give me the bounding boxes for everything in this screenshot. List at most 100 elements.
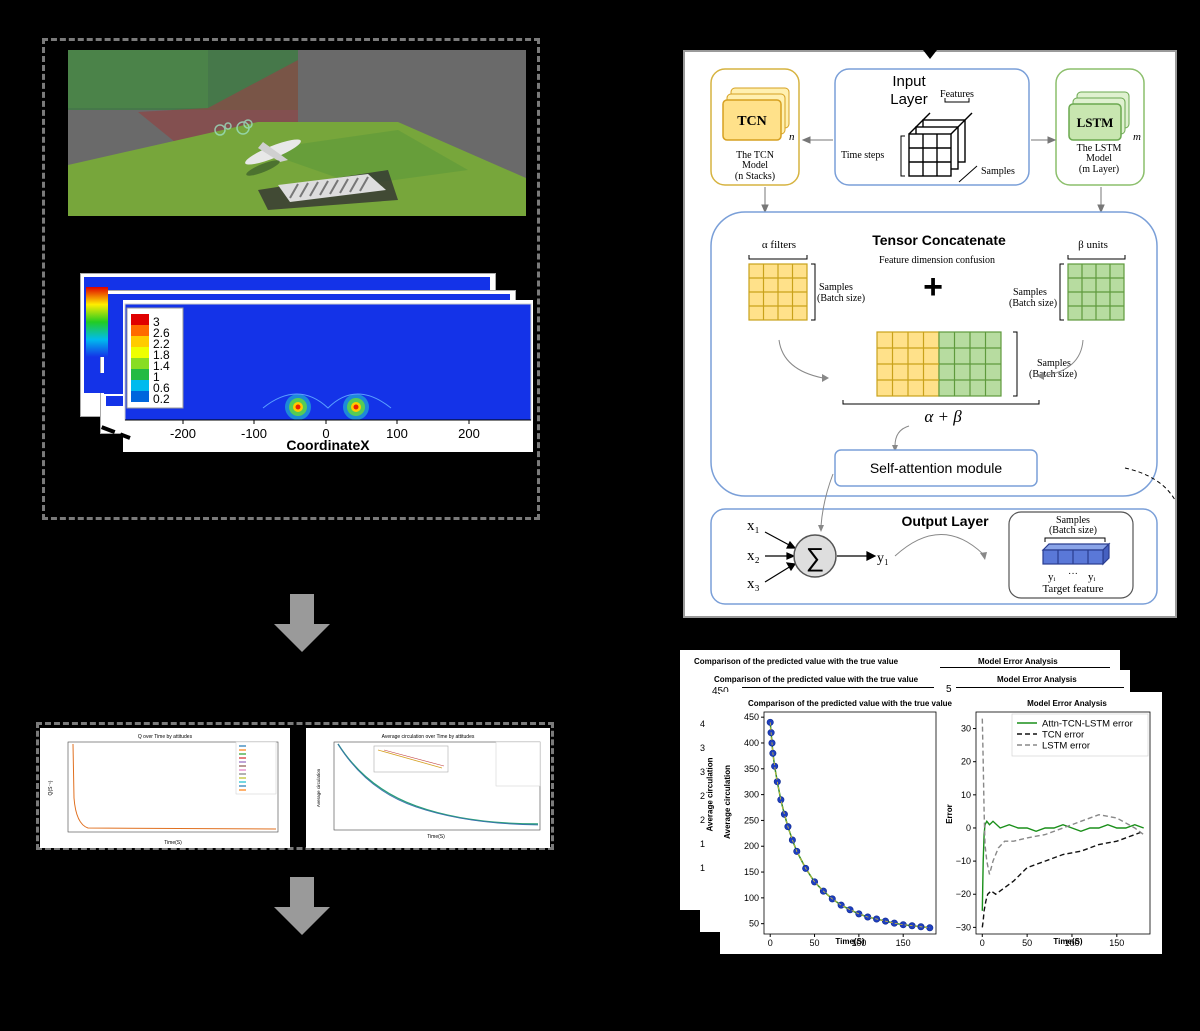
tcn-caption: The TCN xyxy=(736,150,774,161)
y-tick-label: −20 xyxy=(956,889,971,899)
y1-label: y₁ xyxy=(877,551,889,566)
predicted-line xyxy=(769,722,930,929)
legend-label: TCN error xyxy=(1042,730,1084,741)
airplane-icon xyxy=(245,139,301,176)
time-steps-label: Time steps xyxy=(841,150,884,161)
lstm-stack-icon xyxy=(1068,91,1130,141)
batch-size-label: (Batch size) xyxy=(1009,298,1057,309)
plot-xlabel: Time(S) xyxy=(164,840,182,846)
legend-box xyxy=(1011,713,1149,757)
avg-circulation-plot: Average circulation over Time by attitud… xyxy=(306,728,550,848)
y-tick-label: 250 xyxy=(744,815,759,825)
target-feature-label: Target feature xyxy=(1042,583,1103,595)
tcn-caption: Model xyxy=(742,160,768,171)
back-tick: 4 xyxy=(700,719,706,729)
batch-size-label: (Batch size) xyxy=(1049,525,1097,536)
concat-subtitle: Feature dimension confusion xyxy=(879,255,995,266)
dots-label: ··· xyxy=(1068,568,1078,579)
y-tick-label: 50 xyxy=(749,919,759,929)
back-ticks: 4 3 3 2 2 1 1 xyxy=(700,712,705,880)
x-tick-label: 50 xyxy=(810,938,820,948)
pred-chart-title: Comparison of the predicted value with t… xyxy=(748,699,953,708)
input-layer-title: Input xyxy=(892,73,926,90)
tcn-n-label: n xyxy=(789,131,795,143)
result-ylabel: Average circulation xyxy=(705,757,715,832)
plot-xlabel: Time(S) xyxy=(427,834,445,840)
back-tick: 3 xyxy=(700,767,706,777)
samples-label: Samples xyxy=(819,282,853,293)
x-tick-label: 150 xyxy=(1109,938,1124,948)
tcn-caption: (n Stacks) xyxy=(735,171,775,182)
tcn-label: TCN xyxy=(737,114,767,129)
tcn-stack-icon xyxy=(722,87,790,141)
plot-ylabel: Average circulation xyxy=(316,768,321,807)
colorbar-tick: 1.4 xyxy=(153,359,170,373)
colorbar-tick: 0.6 xyxy=(153,381,170,395)
y-tick-label: 100 xyxy=(744,893,759,903)
x1-label: x₁ xyxy=(747,518,760,534)
self-attention-label: Self-attention module xyxy=(870,460,1003,476)
back-tick: 450 xyxy=(712,686,729,697)
output-layer-title: Output Layer xyxy=(901,513,989,529)
result-sheet-front: Comparison of the predicted value with t… xyxy=(720,692,1162,954)
alpha-filters-label: α filters xyxy=(762,239,796,251)
beta-units-label: β units xyxy=(1078,239,1108,251)
pred-ylabel: Average circulation xyxy=(723,765,732,839)
colorbar xyxy=(131,314,149,402)
plot-title: Average circulation over Time by attitud… xyxy=(382,734,475,740)
contour-xtick: 100 xyxy=(386,426,408,441)
result-title: Model Error Analysis xyxy=(997,675,1077,684)
contour-xtick: 0 xyxy=(322,426,329,441)
colorbar-back xyxy=(86,287,108,357)
x-tick-label: 100 xyxy=(1064,938,1079,948)
down-arrow-icon xyxy=(274,877,330,935)
predicted-point xyxy=(890,919,898,927)
predicted-point xyxy=(773,778,781,786)
plot-title: Q over Time by attitudes xyxy=(138,734,193,740)
result-title: Comparison of the predicted value with t… xyxy=(694,657,899,666)
sum-node xyxy=(793,534,837,578)
predicted-point xyxy=(837,901,845,909)
self-attention-box xyxy=(834,449,1038,487)
y-tick-label: 450 xyxy=(744,712,759,722)
batch-size-label: (Batch size) xyxy=(1029,369,1077,380)
vortex-icon xyxy=(214,119,253,136)
legend-label: LSTM error xyxy=(1042,741,1090,752)
colorbar-tick: 0.2 xyxy=(153,392,170,406)
lstm-caption: The LSTM xyxy=(1077,143,1122,154)
alpha-beta-label: α + β xyxy=(924,407,962,426)
features-label: Features xyxy=(940,89,974,100)
predicted-point xyxy=(777,796,785,804)
lstm-label: LSTM xyxy=(1077,115,1114,130)
plot-frame xyxy=(763,711,937,935)
colorbar-tick: 2.2 xyxy=(153,337,170,351)
combined-grid xyxy=(876,331,1002,397)
colorbar-tick: 2.6 xyxy=(153,326,170,340)
x-tick-label: 0 xyxy=(980,938,985,948)
architecture-diagram: Input Layer Features Time steps Samples … xyxy=(683,50,1177,618)
y-tick-label: −30 xyxy=(956,922,971,932)
predicted-point xyxy=(771,762,779,770)
plot-ylabel: Q(S⁻¹) xyxy=(48,780,54,795)
pred-xlabel: Time(S) xyxy=(835,937,865,946)
x2-label: x₂ xyxy=(747,548,760,564)
samples-label: Samples xyxy=(1056,515,1090,526)
contour-plot-front: 3 2.6 2.2 1.8 1.4 1 0.6 0.2 -200 -100 0 … xyxy=(123,300,533,452)
stack-connector xyxy=(82,418,131,440)
result-title: Model Error Analysis xyxy=(978,657,1058,666)
contour-xtick: -200 xyxy=(170,426,196,441)
colorbar-tick: 1 xyxy=(153,370,160,384)
y-tick-label: 400 xyxy=(744,738,759,748)
y-tick-label: 200 xyxy=(744,841,759,851)
legend-label: Attn-TCN-LSTM error xyxy=(1042,719,1133,730)
back-tick: 1 xyxy=(700,863,706,873)
y-tick-label: 30 xyxy=(961,724,971,734)
concat-title: Tensor Concatenate xyxy=(872,232,1006,248)
colorbar-tick: 3 xyxy=(153,315,160,329)
x-tick-label: 0 xyxy=(768,938,773,948)
lstm-caption: Model xyxy=(1086,153,1112,164)
err-chart-title: Model Error Analysis xyxy=(1027,699,1107,708)
lstm-m-label: m xyxy=(1133,131,1141,143)
